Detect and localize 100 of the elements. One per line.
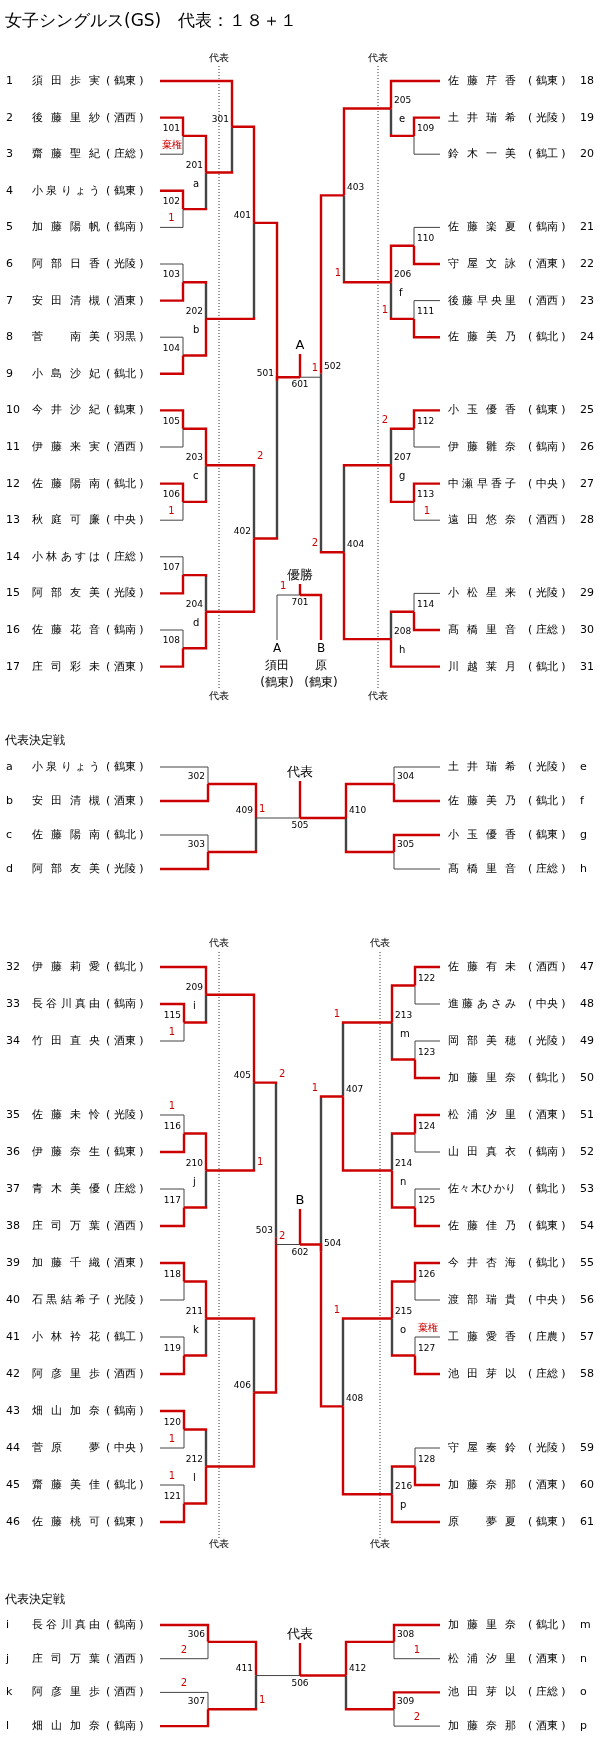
match-number: 216	[395, 1482, 413, 1492]
bracket-line	[183, 134, 208, 173]
entry-number: 26	[580, 441, 594, 452]
player-name: 今井沙紀	[32, 404, 108, 416]
entry-number: 23	[580, 294, 594, 306]
school-name: ( 鶴南 )	[106, 1405, 144, 1416]
player-name: 加藤奈那	[448, 1479, 524, 1490]
player-name: 土井瑞希	[448, 761, 524, 772]
edge-label: 2	[381, 414, 388, 425]
player-name: 工藤愛香	[448, 1331, 524, 1342]
match-number: 601	[291, 380, 309, 390]
player-name: 秋庭可廉	[32, 514, 108, 526]
player-name: 加藤陽帆	[32, 221, 108, 233]
school-name: ( 酒東 )	[106, 660, 144, 672]
school-name: ( 鶴東 )	[528, 1516, 566, 1527]
entry-number: m	[580, 1619, 591, 1630]
bracket-line	[413, 592, 441, 613]
entry-number: 41	[6, 1331, 20, 1342]
edge-label: 1	[168, 213, 175, 224]
bracket-line	[160, 282, 185, 302]
bracket-line	[413, 501, 441, 521]
player-name: 後藤里紗	[32, 111, 108, 123]
bracket-line	[184, 1318, 208, 1357]
player-name: 庄司彩未	[32, 660, 108, 672]
school-name: ( 鶴東 )	[528, 829, 566, 840]
bracket-line	[159, 501, 184, 521]
school-name: ( 酒西 )	[528, 294, 566, 306]
match-number: 308	[397, 1629, 415, 1639]
bracket-line	[341, 1406, 392, 1496]
match-number: 110	[417, 233, 435, 243]
bracket-line	[159, 1114, 185, 1134]
school-name: ( 鶴南 )	[106, 998, 144, 1009]
bracket-line	[160, 1355, 186, 1376]
school-name: ( 酒東 )	[528, 258, 566, 269]
entry-number: 12	[6, 477, 20, 489]
entry-number: 51	[580, 1109, 594, 1120]
player-name: 小林あすは	[32, 550, 104, 562]
school-name: ( 鶴北 )	[106, 1479, 144, 1490]
bracket-line	[390, 1494, 440, 1524]
entry-number: 49	[580, 1035, 594, 1046]
school-name: ( 鶴北 )	[528, 1183, 566, 1194]
player-name: 竹田直央	[32, 1035, 108, 1046]
school-name: ( 鶴東 )	[106, 761, 144, 772]
match-number: 406	[233, 1380, 251, 1390]
bracket-line	[393, 1641, 441, 1660]
guide-label: 代表	[209, 1539, 229, 1549]
bracket-line	[183, 427, 208, 466]
entry-number: g	[580, 829, 587, 840]
bracket-line	[414, 1336, 441, 1356]
bracket-line	[208, 782, 258, 818]
bracket-line	[183, 318, 208, 357]
bracket-line	[160, 1133, 186, 1154]
player-name: 進藤あさみ	[448, 998, 520, 1009]
school-name: ( 酒西 )	[106, 441, 144, 452]
edge-label: 1	[333, 1304, 340, 1315]
bracket-line	[159, 263, 184, 283]
match-number: 206	[394, 270, 412, 280]
bracket-line	[159, 556, 184, 576]
match-number: 210	[185, 1158, 203, 1168]
bracket-line	[159, 1484, 185, 1504]
entry-number: 33	[6, 998, 20, 1009]
school-name: ( 鶴東 )	[106, 75, 144, 86]
bracket-line	[255, 817, 301, 819]
bracket-line	[160, 575, 185, 595]
entry-number: 54	[580, 1220, 594, 1231]
bracket-line	[392, 784, 440, 803]
guide-label: 代表	[209, 691, 229, 701]
player-name: 川越莱月	[448, 660, 524, 672]
bracket-line	[413, 1466, 440, 1487]
bracket-line	[413, 300, 441, 320]
bracket-line	[390, 984, 415, 1023]
player-name: 小林衿花	[32, 1331, 108, 1342]
school-name: ( 鶴北 )	[106, 829, 144, 840]
player-name: 須田歩実	[32, 75, 108, 86]
entry-number: o	[580, 1686, 587, 1698]
match-number: 208	[394, 627, 412, 637]
entry-number: 59	[580, 1442, 594, 1453]
entry-number: 7	[6, 294, 13, 306]
match-number: 204	[185, 599, 203, 609]
bracket-line	[344, 1675, 394, 1711]
player-name: 加藤奈那	[448, 1720, 524, 1732]
bracket-line	[183, 281, 208, 319]
bracket-line	[412, 245, 440, 266]
match-number: 302	[187, 772, 205, 781]
bracket-line	[184, 1132, 208, 1171]
bracket-line	[159, 135, 184, 155]
player-name: 佐々木ひかり	[448, 1183, 517, 1194]
school-name: ( 庄総 )	[106, 550, 144, 562]
bracket-line	[232, 125, 256, 223]
player-name: 齋藤美佳	[32, 1479, 108, 1490]
entry-number: a	[6, 761, 13, 772]
bracket-line	[389, 79, 440, 109]
bracket-line	[160, 1623, 210, 1642]
bracket-line	[344, 782, 394, 818]
player-name: 遠田悠奈	[448, 514, 524, 526]
match-number: 401	[233, 210, 251, 220]
bracket-line	[342, 464, 391, 553]
match-number: 212	[185, 1454, 203, 1464]
bracket-line	[414, 985, 441, 1005]
entry-number: 35	[6, 1109, 20, 1120]
